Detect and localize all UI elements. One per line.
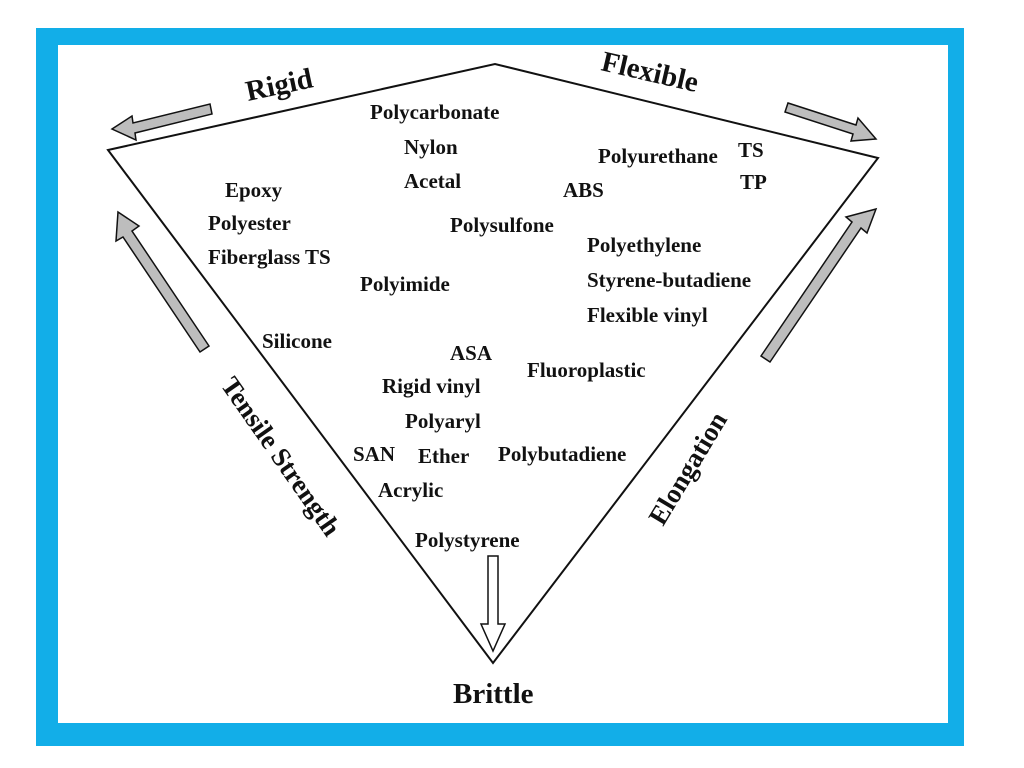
- material-label: SAN: [353, 442, 395, 466]
- material-label: Ether: [418, 444, 469, 468]
- material-label: Polysulfone: [450, 213, 554, 237]
- material-label: Polyaryl: [405, 409, 481, 433]
- material-label: Acetal: [404, 169, 461, 193]
- elongation-arrow: [759, 207, 878, 364]
- tensile-strength-arrow: [115, 210, 211, 354]
- white-panel: [58, 45, 948, 723]
- material-label: Polyimide: [360, 272, 450, 296]
- material-label: Polystyrene: [415, 528, 520, 552]
- brittle-label: Brittle: [453, 678, 534, 710]
- material-label: TP: [740, 170, 767, 194]
- material-label: Polyethylene: [587, 233, 701, 257]
- material-label: Rigid vinyl: [382, 374, 481, 398]
- material-label: ASA: [450, 341, 493, 365]
- rigid-label: Rigid: [243, 62, 316, 107]
- flexible-label: Flexible: [598, 46, 701, 99]
- flexible-arrow: [784, 102, 878, 142]
- triangle-outline: [106, 62, 880, 665]
- material-label: Polybutadiene: [498, 442, 626, 466]
- tensile-strength-label: Tensile Strength: [215, 371, 347, 541]
- material-label: Epoxy: [225, 178, 283, 202]
- material-label: Silicone: [262, 329, 332, 353]
- material-label: Flexible vinyl: [587, 303, 708, 327]
- material-label: Styrene-butadiene: [587, 268, 751, 292]
- material-label: Polyester: [208, 211, 291, 235]
- rigid-arrow: [110, 103, 213, 142]
- material-label: Polyurethane: [598, 144, 718, 168]
- brittle-arrow: [479, 555, 507, 653]
- material-label: Fiberglass TS: [208, 245, 331, 269]
- material-label: TS: [738, 138, 764, 162]
- elongation-label: Elongation: [642, 407, 733, 530]
- material-label: Fluoroplastic: [527, 358, 646, 382]
- material-label: Polycarbonate: [370, 100, 499, 124]
- material-label: ABS: [563, 178, 604, 202]
- material-label: Acrylic: [378, 478, 443, 502]
- material-label: Nylon: [404, 135, 458, 159]
